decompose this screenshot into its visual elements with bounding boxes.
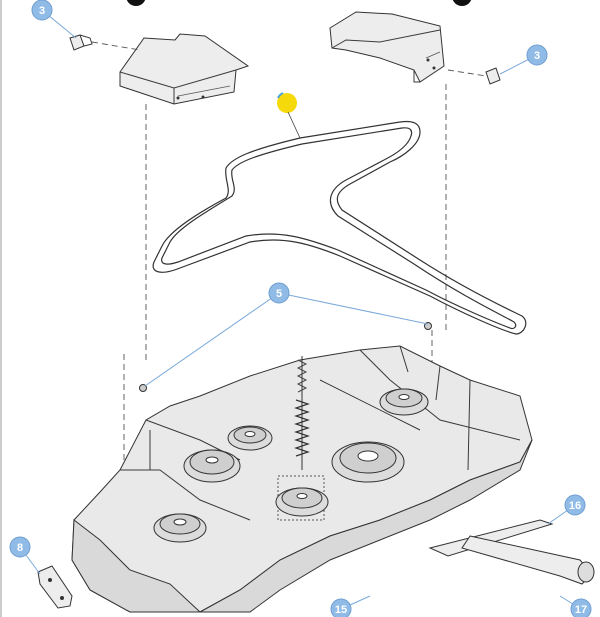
pulley-idler bbox=[275, 475, 329, 521]
svg-text:17: 17 bbox=[575, 604, 587, 616]
bolt-right bbox=[424, 322, 432, 330]
side-arm bbox=[428, 519, 595, 585]
belt-cover-right bbox=[329, 11, 445, 83]
drive-belt bbox=[152, 120, 527, 335]
bolt-left bbox=[139, 384, 147, 392]
svg-text:3: 3 bbox=[534, 50, 540, 62]
callout-8: 8 bbox=[9, 536, 31, 558]
svg-text:5: 5 bbox=[276, 288, 282, 300]
pulley-left bbox=[183, 449, 241, 483]
svg-text:16: 16 bbox=[569, 500, 581, 512]
belt-cover-left bbox=[119, 33, 250, 105]
callout-3-right: 3 bbox=[526, 44, 548, 66]
pulley-center-large bbox=[331, 441, 405, 483]
knob-right bbox=[447, 67, 501, 85]
highlight-marker bbox=[277, 93, 297, 113]
svg-text:15: 15 bbox=[335, 604, 347, 616]
callout-15: 15 bbox=[330, 598, 352, 617]
callout-black-left bbox=[126, 0, 146, 6]
bracket-left bbox=[37, 565, 73, 609]
svg-text:3: 3 bbox=[39, 5, 45, 17]
callout-3-left: 3 bbox=[31, 0, 53, 21]
callout-17: 17 bbox=[570, 598, 592, 617]
svg-text:8: 8 bbox=[17, 542, 23, 554]
callout-16: 16 bbox=[564, 494, 586, 516]
pulley-rear-left bbox=[227, 425, 273, 451]
tension-spring bbox=[294, 356, 310, 470]
pulley-right bbox=[379, 388, 429, 416]
knob-left bbox=[69, 34, 141, 51]
pulley-front-left bbox=[153, 513, 207, 543]
callout-5: 5 bbox=[268, 282, 290, 304]
callout-black-right bbox=[452, 0, 472, 6]
